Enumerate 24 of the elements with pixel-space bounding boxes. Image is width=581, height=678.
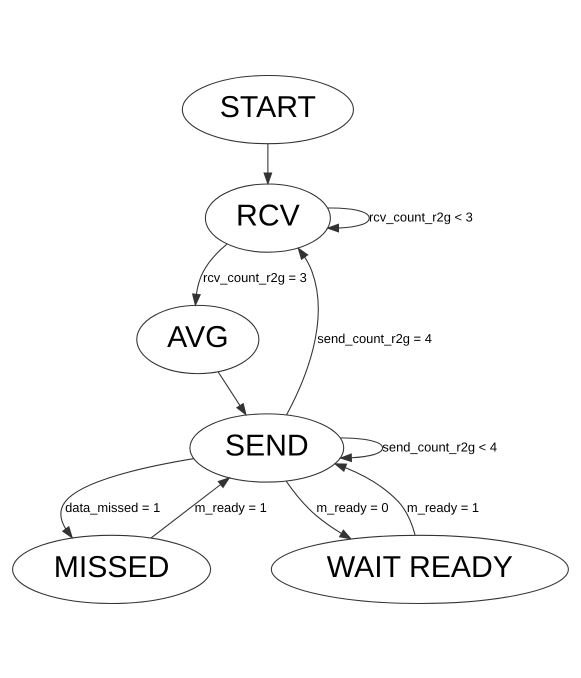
arrow [286,246,319,414]
node-ellipse: START [182,74,354,144]
arrow [338,436,384,462]
arrow [334,462,416,534]
node-ellipse: RCV [204,182,331,252]
node-ellipse: AVG [136,304,260,374]
arrow [286,480,352,540]
edge-label: send_count_r2g < 4 [382,438,498,454]
edge-label: m_ready = 0 [316,500,389,515]
edge-label: rcv_count_r2g = 3 [203,270,307,285]
node-ellipse: WAIT READY [270,534,569,604]
arrow [150,476,231,538]
node-ellipse: MISSED [12,534,212,604]
node-ellipse: SEND [189,412,344,482]
edge-label: data_missed = 1 [65,500,160,515]
arrow [326,206,370,232]
arrow [192,243,228,306]
arrow [263,144,272,185]
edge-label: rcv_count_r2g < 3 [369,208,473,224]
edge-label: m_ready = 1 [406,500,480,515]
edge-label: send_count_r2g = 4 [317,330,432,346]
arrow [218,371,247,416]
edge-label: m_ready = 1 [194,500,267,515]
arrow [60,458,194,538]
